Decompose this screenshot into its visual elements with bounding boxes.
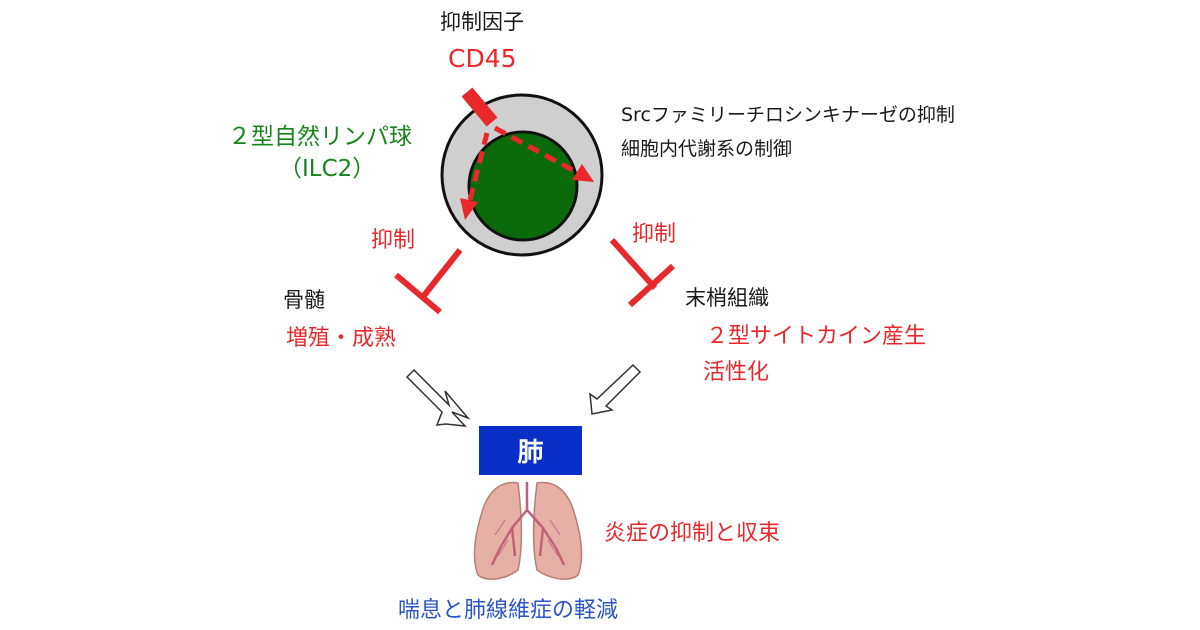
outcome-label: 喘息と肺線維症の軽減 — [398, 598, 619, 623]
proliferation-label: 増殖・成熟 — [286, 326, 397, 351]
ilc2-name: ２型自然リンパ球 — [228, 124, 412, 150]
ilc2-abbreviation: （ILC2） — [279, 156, 376, 182]
inflammation-suppression-label: 炎症の抑制と収束 — [604, 521, 781, 546]
right-hollow-arrow — [589, 363, 642, 415]
right-inhibit-label: 抑制 — [632, 222, 677, 247]
cd45-receptor — [461, 87, 498, 127]
lungs-illustration — [473, 481, 583, 580]
left-hollow-arrow — [405, 368, 471, 427]
mechanism-line1: Srcファミリーチロシンキナーゼの抑制 — [621, 104, 955, 126]
peripheral-tissue-label: 末梢組織 — [685, 286, 769, 310]
cell-nucleus — [467, 130, 579, 242]
left-inhibition-symbol — [394, 248, 463, 315]
cytokine-production-label: ２型サイトカイン産生 — [706, 324, 927, 349]
right-inhibition-symbol — [609, 237, 676, 308]
bone-marrow-label: 骨髄 — [283, 288, 325, 312]
activation-label: 活性化 — [703, 360, 770, 385]
mechanism-line2: 細胞内代謝系の制御 — [621, 138, 793, 160]
lung-box: 肺 — [479, 426, 582, 475]
signal-arrows — [460, 125, 594, 220]
inhibitor-label: 抑制因子 — [440, 10, 524, 34]
left-inhibit-label: 抑制 — [371, 228, 416, 253]
cd45-label: CD45 — [448, 44, 517, 73]
